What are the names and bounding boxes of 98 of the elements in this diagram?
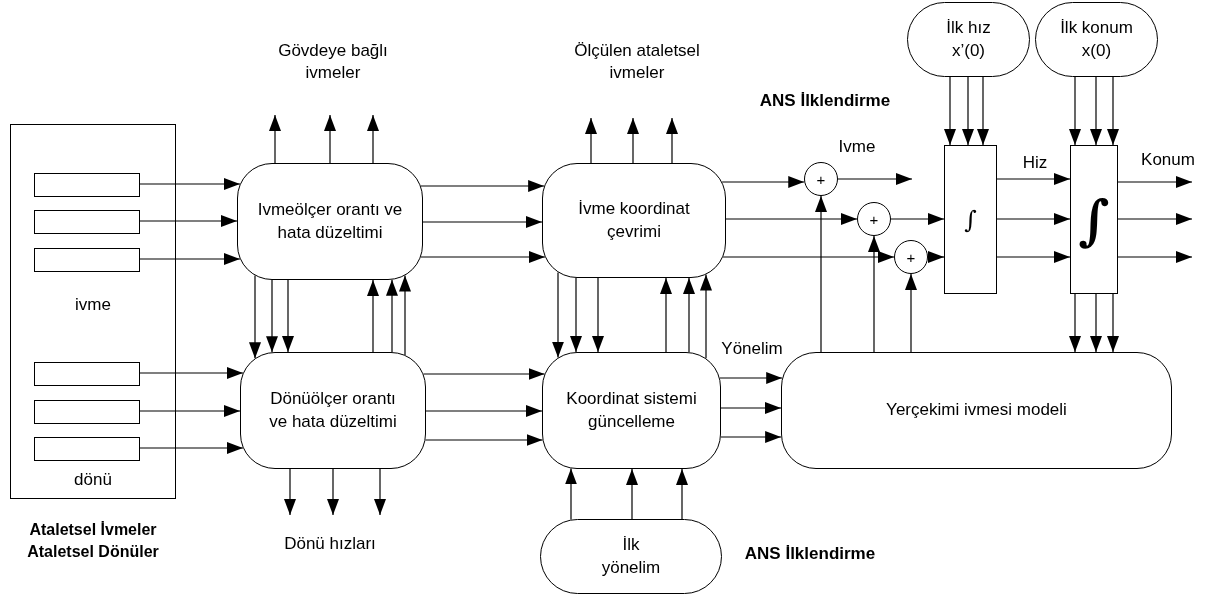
node-text: İlk hız x’(0) <box>945 17 992 62</box>
arrow <box>1069 293 1081 353</box>
integrator-box <box>944 145 997 294</box>
arrow <box>944 76 956 146</box>
arrow <box>905 273 917 353</box>
integral-sign: ∫ <box>1078 192 1110 247</box>
arrow <box>1069 76 1081 146</box>
arrow <box>815 195 827 353</box>
arrow <box>138 253 241 265</box>
sensor-slot <box>34 400 140 424</box>
arrow <box>1107 76 1119 146</box>
arrow <box>700 274 712 359</box>
arrow <box>720 402 782 414</box>
arrow <box>425 405 543 417</box>
sensor-slot <box>34 210 140 234</box>
node-text: İlk konum x(0) <box>1059 17 1134 62</box>
arrow <box>996 213 1071 225</box>
text-label: ANS İlklendirme <box>758 90 892 112</box>
arrow <box>1090 76 1102 146</box>
arrow <box>676 468 688 520</box>
arrow <box>1117 251 1193 263</box>
arrow <box>424 434 544 446</box>
plus-sign: + <box>816 171 826 187</box>
node-label: Ataletsel İvmeler Ataletsel Dönüler <box>26 520 160 562</box>
arrow <box>138 215 238 227</box>
sensor-slot <box>34 248 140 272</box>
arrow <box>249 275 261 359</box>
node-text: İvme koordinat çevrimi <box>577 198 691 243</box>
process-box <box>237 163 423 280</box>
arrow <box>962 76 974 146</box>
arrow <box>927 251 945 263</box>
arrow <box>399 275 411 356</box>
arrow <box>282 279 294 353</box>
arrow <box>585 117 597 164</box>
arrow <box>138 405 241 417</box>
text-label: Ölçülen ataletsel ivmeler <box>573 40 701 85</box>
arrow <box>722 251 895 263</box>
integral-sign: ∫ <box>964 207 977 232</box>
arrow <box>138 178 241 190</box>
group-label: dönü <box>73 470 113 490</box>
arrow <box>977 76 989 146</box>
node-text: Dönüölçer orantı ve hata düzeltimi <box>268 388 398 433</box>
node-text: Koordinat sistemi güncelleme <box>565 388 698 433</box>
arrow <box>420 251 546 263</box>
arrow <box>719 372 783 384</box>
arrow <box>138 442 244 454</box>
arrow <box>996 251 1071 263</box>
node-text: Yerçekimi ivmesi modeli <box>886 399 1067 422</box>
frame-box <box>10 124 176 499</box>
arrow <box>367 114 379 164</box>
arrow <box>996 173 1071 185</box>
arrow <box>837 173 913 185</box>
arrow <box>266 279 278 353</box>
process-box <box>781 352 1172 469</box>
arrow <box>720 431 782 443</box>
text-label: ANS İlklendirme <box>743 543 877 565</box>
node-text: Ivmeölçer orantı ve hata düzeltimi <box>256 199 404 244</box>
arrow <box>1117 213 1193 225</box>
arrow <box>565 467 577 521</box>
arrow <box>138 367 244 379</box>
process-box <box>542 163 726 278</box>
process-box <box>542 352 721 469</box>
arrow <box>284 468 296 516</box>
arrow <box>422 216 543 228</box>
text-label: Dönü hızları <box>284 532 376 555</box>
arrow <box>327 468 339 516</box>
arrow <box>725 213 858 225</box>
text-label: Gövdeye bağlı ivmeler <box>277 40 389 85</box>
arrow <box>666 117 678 164</box>
sensor-slot <box>34 173 140 197</box>
arrow <box>1090 293 1102 353</box>
arrow <box>868 235 880 353</box>
arrow <box>386 279 398 353</box>
node-text: İlk yönelim <box>600 534 662 579</box>
arrow <box>367 279 379 353</box>
arrow <box>683 277 695 353</box>
sensor-slot <box>34 362 140 386</box>
plus-sign: + <box>869 211 879 227</box>
arrow <box>1117 176 1193 188</box>
arrow <box>1107 293 1119 353</box>
arrow <box>890 213 945 225</box>
arrow <box>570 277 582 353</box>
sensor-slot <box>34 437 140 461</box>
integrator-box <box>1070 145 1118 294</box>
arrow <box>374 468 386 516</box>
process-box <box>240 352 426 469</box>
arrow <box>592 277 604 353</box>
arrow <box>552 271 564 359</box>
arrow <box>660 277 672 353</box>
arrow <box>269 114 281 164</box>
arrow <box>626 468 638 520</box>
plus-sign: + <box>906 249 916 265</box>
group-label: ivme <box>74 295 112 315</box>
arrow <box>422 368 546 380</box>
arrow <box>420 180 545 192</box>
arrow <box>721 176 805 188</box>
arrow <box>324 114 336 164</box>
arrow <box>627 117 639 164</box>
